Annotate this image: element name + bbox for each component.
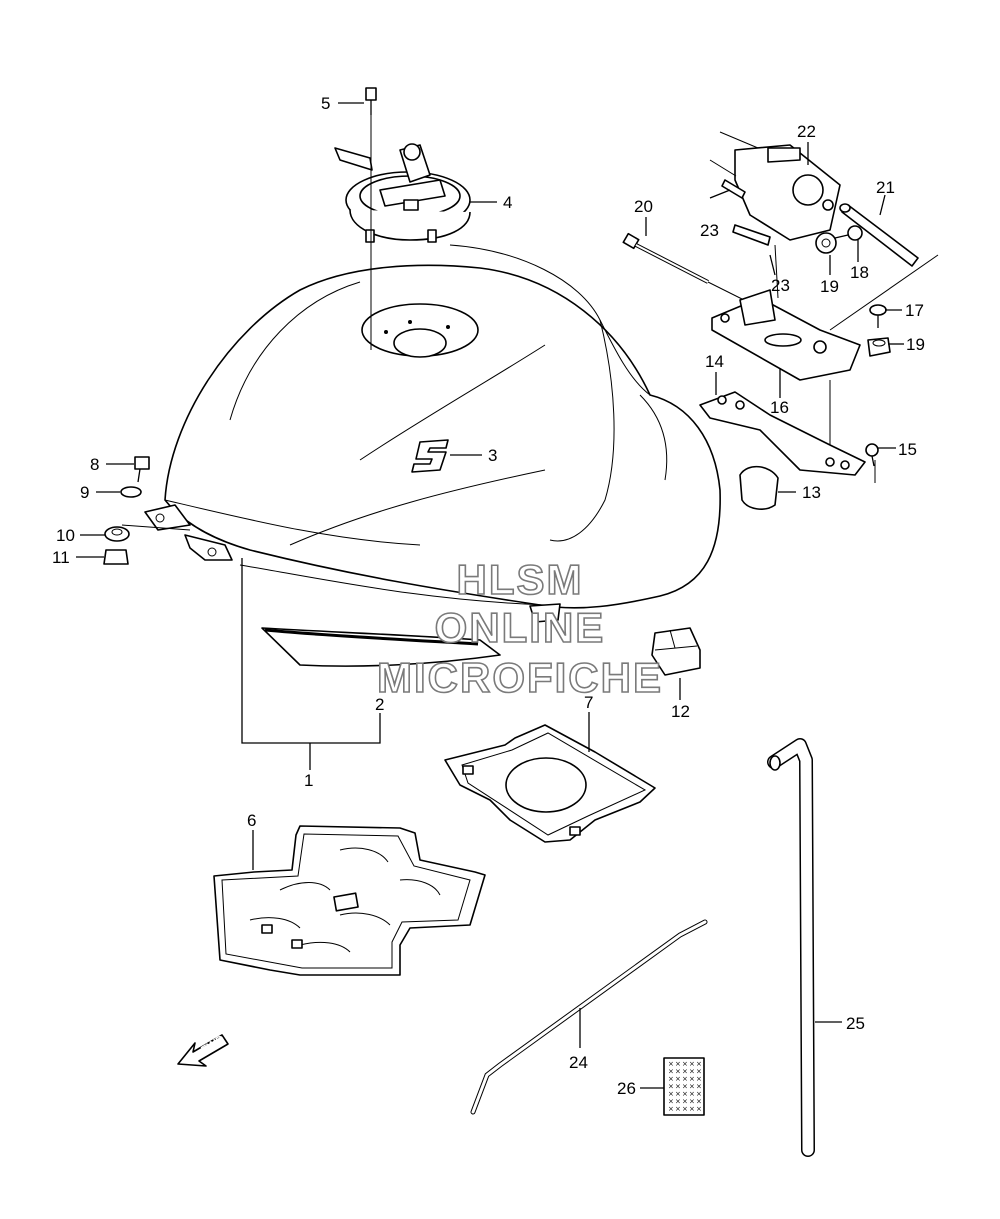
label-pattern-mark: × (675, 1060, 681, 1068)
label-pattern-mark: × (696, 1105, 702, 1113)
callout-11: 11 (52, 548, 70, 567)
label-pattern-mark: × (675, 1075, 681, 1083)
bolt-20 (622, 232, 749, 303)
bolt-18 (834, 225, 863, 241)
washer-9 (120, 486, 142, 498)
label-pattern-mark: × (668, 1090, 674, 1098)
label-pattern-mark: × (689, 1083, 695, 1091)
label-pattern-mark: × (682, 1060, 688, 1068)
nut-19-lower (867, 337, 891, 357)
assembly-lines (774, 244, 939, 483)
pin-21 (839, 203, 919, 267)
label-pattern-mark: × (682, 1098, 688, 1106)
shield-6 (213, 825, 486, 976)
callout-6: 6 (247, 811, 256, 830)
label-pattern-mark: × (696, 1060, 702, 1068)
label-pattern-mark: × (682, 1068, 688, 1076)
label-26: ××××××××××××××××××××××××××××××××××× (663, 1057, 705, 1116)
watermark: HLSM ONLINE MICROFICHE (376, 555, 663, 702)
bolt-17 (869, 304, 887, 328)
callout-16: 16 (770, 398, 789, 417)
label-pattern-mark: × (682, 1083, 688, 1091)
label-pattern-mark: × (689, 1098, 695, 1106)
label-pattern-mark: × (675, 1090, 681, 1098)
bracket-14 (699, 391, 866, 476)
callout-23-upper: 23 (700, 221, 719, 240)
callout-4: 4 (503, 193, 512, 212)
callout-26: 26 (617, 1079, 636, 1098)
grommet-10 (104, 526, 130, 542)
label-pattern-mark: × (668, 1060, 674, 1068)
label-pattern-mark: × (689, 1105, 695, 1113)
label-pattern-mark: × (668, 1083, 674, 1091)
label-pattern-mark: × (696, 1075, 702, 1083)
callout-1: 1 (304, 771, 313, 790)
callouts: 1 2 3 4 5 6 7 8 9 10 11 12 13 14 15 16 1… (52, 94, 925, 1098)
label-pattern-mark: × (668, 1105, 674, 1113)
callout-10: 10 (56, 526, 75, 545)
callout-14: 14 (705, 352, 724, 371)
cushion-13 (739, 465, 779, 510)
callout-7: 7 (584, 693, 593, 712)
label-pattern-mark: × (668, 1098, 674, 1106)
label-pattern-mark: × (682, 1075, 688, 1083)
label-pattern-mark: × (696, 1098, 702, 1106)
bracket-assembly (709, 131, 841, 246)
callout-23-lower: 23 (771, 276, 790, 295)
nut-19-upper (815, 232, 837, 254)
watermark-line-3: MICROFICHE (377, 654, 663, 701)
callout-12: 12 (671, 702, 690, 721)
rod-24 (470, 919, 708, 1115)
label-pattern-mark: × (689, 1090, 695, 1098)
fuel-tank (144, 244, 721, 667)
callout-9: 9 (80, 483, 89, 502)
label-pattern-mark: × (682, 1105, 688, 1113)
label-pattern-mark: × (696, 1083, 702, 1091)
bolt-15 (865, 443, 879, 467)
label-pattern-mark: × (675, 1098, 681, 1106)
callout-24: 24 (569, 1053, 588, 1072)
plate-16 (711, 289, 861, 381)
label-pattern-mark: × (689, 1068, 695, 1076)
callout-20: 20 (634, 197, 653, 216)
label-pattern-mark: × (668, 1075, 674, 1083)
plate-7 (444, 724, 656, 843)
hose-25 (767, 738, 815, 1157)
callout-25: 25 (846, 1014, 865, 1033)
callout-22: 22 (797, 122, 816, 141)
callout-21: 21 (876, 178, 895, 197)
label-pattern-mark: × (682, 1090, 688, 1098)
watermark-line-1: HLSM (457, 556, 584, 603)
callout-2: 2 (375, 695, 384, 714)
leader-lines (76, 102, 904, 1089)
label-pattern-mark: × (689, 1060, 695, 1068)
callout-17: 17 (905, 301, 924, 320)
fwd-arrow-icon: FWD (177, 1033, 229, 1067)
label-pattern-mark: × (675, 1105, 681, 1113)
bolt-5 (365, 87, 377, 350)
label-pattern-mark: × (696, 1068, 702, 1076)
callout-19-lower: 19 (906, 335, 925, 354)
label-pattern-mark: × (668, 1068, 674, 1076)
label-pattern-mark: × (675, 1083, 681, 1091)
callout-3: 3 (488, 446, 497, 465)
callout-15: 15 (898, 440, 917, 459)
callout-5: 5 (321, 94, 330, 113)
bolt-8 (134, 456, 150, 483)
fuel-cap (334, 143, 471, 243)
watermark-line-2: ONLINE (435, 604, 606, 651)
label-pattern-mark: × (689, 1075, 695, 1083)
label-pattern-mark: × (675, 1068, 681, 1076)
cushion-12 (651, 627, 701, 676)
callout-19-upper: 19 (820, 277, 839, 296)
callout-13: 13 (802, 483, 821, 502)
callout-8: 8 (90, 455, 99, 474)
collar-11 (103, 549, 129, 565)
label-pattern-mark: × (696, 1090, 702, 1098)
callout-18: 18 (850, 263, 869, 282)
